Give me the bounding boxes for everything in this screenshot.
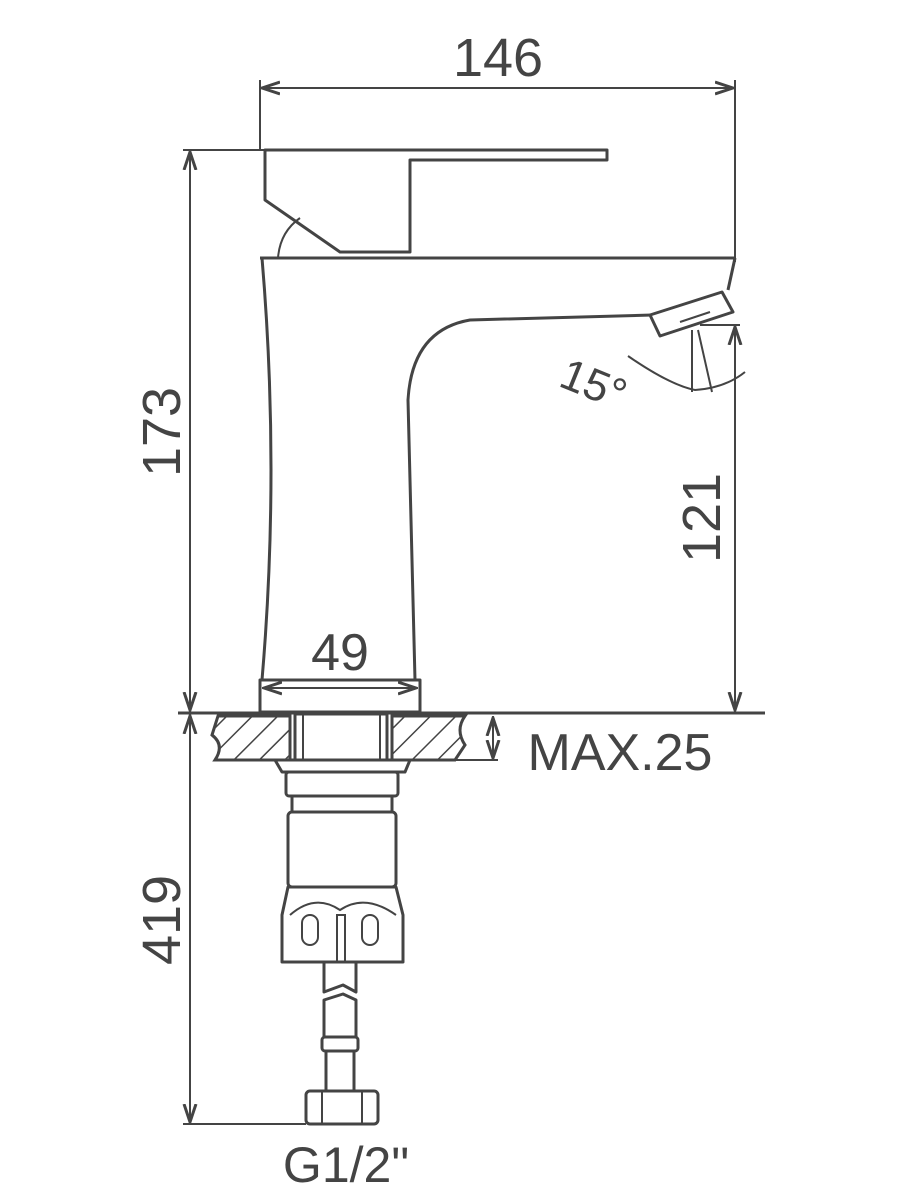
dimension-spout-height: 121 <box>672 324 740 710</box>
aerator <box>648 290 735 338</box>
countertop-section: MAX.25 <box>178 711 765 782</box>
max-thickness-label: MAX.25 <box>528 724 713 782</box>
faucet-base <box>258 678 422 714</box>
overall-height-label: 173 <box>132 387 192 477</box>
handle-lever <box>263 148 609 254</box>
dimension-overall-width: 146 <box>259 28 736 262</box>
faucet-body: 49 <box>258 148 737 714</box>
hose-connector <box>304 1089 380 1126</box>
hex-nut <box>280 885 405 964</box>
mounting-assembly: 419 G1/2" <box>132 712 412 1193</box>
connection-thread-label: G1/2" <box>283 1137 409 1193</box>
base-diameter-label: 49 <box>311 624 369 682</box>
dimension-spout-angle: 15° <box>553 329 746 420</box>
hose-length-label: 419 <box>132 875 192 965</box>
spout-angle-label: 15° <box>553 349 633 419</box>
overall-width-label: 146 <box>453 28 543 88</box>
dimension-overall-height: 173 <box>132 149 268 710</box>
spout-height-label: 121 <box>672 473 732 563</box>
